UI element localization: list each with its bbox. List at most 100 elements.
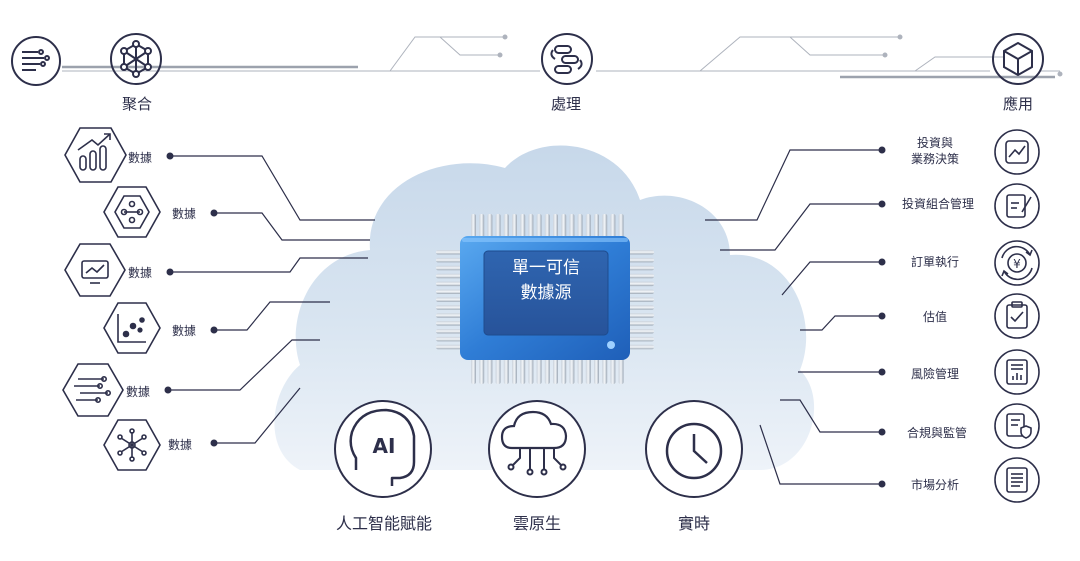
chip-pin [436,344,462,350]
chip-pin [471,214,476,238]
left-connector-dots [164,152,218,447]
right-item-compliance: 合規與監管 [906,426,967,440]
right-item-risk-management: 風險管理 [910,367,959,381]
stage-label-apply: 應用 [1002,95,1034,113]
chip-line-1: 單一可信 [512,258,580,278]
chip-pin [487,358,493,384]
clipboard-check-icon [994,293,1040,339]
rising-bar-chart-icon [64,127,127,183]
chip-pin [471,358,476,384]
chip-pin [585,214,591,238]
chip-pin [503,358,509,384]
chip-pin [436,281,462,287]
aggregate-network-icon [110,33,162,85]
clock-icon [645,400,743,498]
left-item-label: 數據 [126,385,151,399]
stage-label-process: 處理 [550,95,582,113]
right-item-investment-decisions: 投資與 業務決策 [895,135,975,167]
chip-pin [602,358,608,384]
chip-pin [479,214,485,238]
scatter-plot-icon [103,302,161,354]
chip-pin [577,358,583,384]
left-item-label: 數據 [168,438,193,452]
chip-pin [544,358,550,384]
chip-pin [628,257,654,263]
chip-pin [553,358,558,384]
chip-pin [436,313,462,318]
feature-label-ai: 人工智能賦能 [335,514,433,533]
chip-pin [436,289,462,294]
chip-pin [487,214,493,238]
chip-pin [561,358,567,384]
process-flow-icon [541,33,593,85]
chip-pin [628,273,654,279]
chip-pin [495,358,501,384]
chip-pin [520,214,526,238]
right-item-portfolio-management: 投資組合管理 [901,197,974,211]
top-flow-line [62,34,1063,79]
chip-pin [594,214,599,238]
chip-pin [602,214,608,238]
chip-pin [628,305,654,310]
chip-pin [594,358,599,384]
chip-pin [569,358,575,384]
chip-pin [436,273,462,279]
left-item-label: 數據 [172,207,197,221]
left-item-label: 數據 [128,151,153,165]
chip-pin [628,329,654,334]
chip-pin [536,358,542,384]
left-item-label: 數據 [172,324,197,338]
chip-pin [503,214,509,238]
ai-head-icon [334,400,432,498]
source-feed-icon [11,36,61,86]
single-source-of-truth-label: 單一可信 數據源 [486,256,606,306]
chip-pin [577,214,583,238]
feature-label-cloud-native: 雲原生 [512,514,562,533]
chip-pin [436,297,462,302]
chip-pin [436,250,462,255]
chip-pin [628,297,654,302]
chip-pin [628,344,654,350]
chip-pin [436,265,462,271]
right-connector-dots [878,146,886,488]
cloud-circuit-icon [488,400,586,498]
line-chart-icon [994,129,1040,175]
right-item-line-2: 業務決策 [910,152,959,166]
chip-pin [628,289,654,294]
chip-pin [436,321,462,326]
right-item-line-1: 投資與 [916,136,953,150]
network-nodes-icon [103,186,161,238]
chip-pin [520,358,526,384]
right-item-valuation: 估值 [922,310,947,324]
chip-pin [528,214,534,238]
right-item-order-execution: 訂單執行 [910,255,959,269]
chip-pin [436,336,462,342]
stage-label-aggregate: 聚合 [121,95,153,113]
chip-pin [618,358,624,384]
edit-document-icon [994,183,1040,229]
chip-pin [436,329,462,334]
chip-pin [628,336,654,342]
document-shield-icon [994,403,1040,449]
chip-pin [436,305,462,310]
chip-pin [618,214,624,238]
chip-pin [610,358,616,384]
chip-pin [544,214,550,238]
chip-pin [628,250,654,255]
chip-pin [536,214,542,238]
hub-network-icon [103,419,161,471]
left-item-label: 數據 [128,266,153,280]
chip-pin [628,321,654,326]
processor-chip [460,236,630,360]
right-connectors [705,149,880,485]
yen-symbol: ¥ [1013,257,1021,271]
chip-pin [628,281,654,287]
chip-pin [528,358,534,384]
list-document-icon [994,457,1040,503]
chip-pin [610,214,616,238]
chip-pin [561,214,567,238]
chip-pin [569,214,575,238]
monitor-trend-icon [64,243,126,297]
left-connectors [168,155,375,444]
